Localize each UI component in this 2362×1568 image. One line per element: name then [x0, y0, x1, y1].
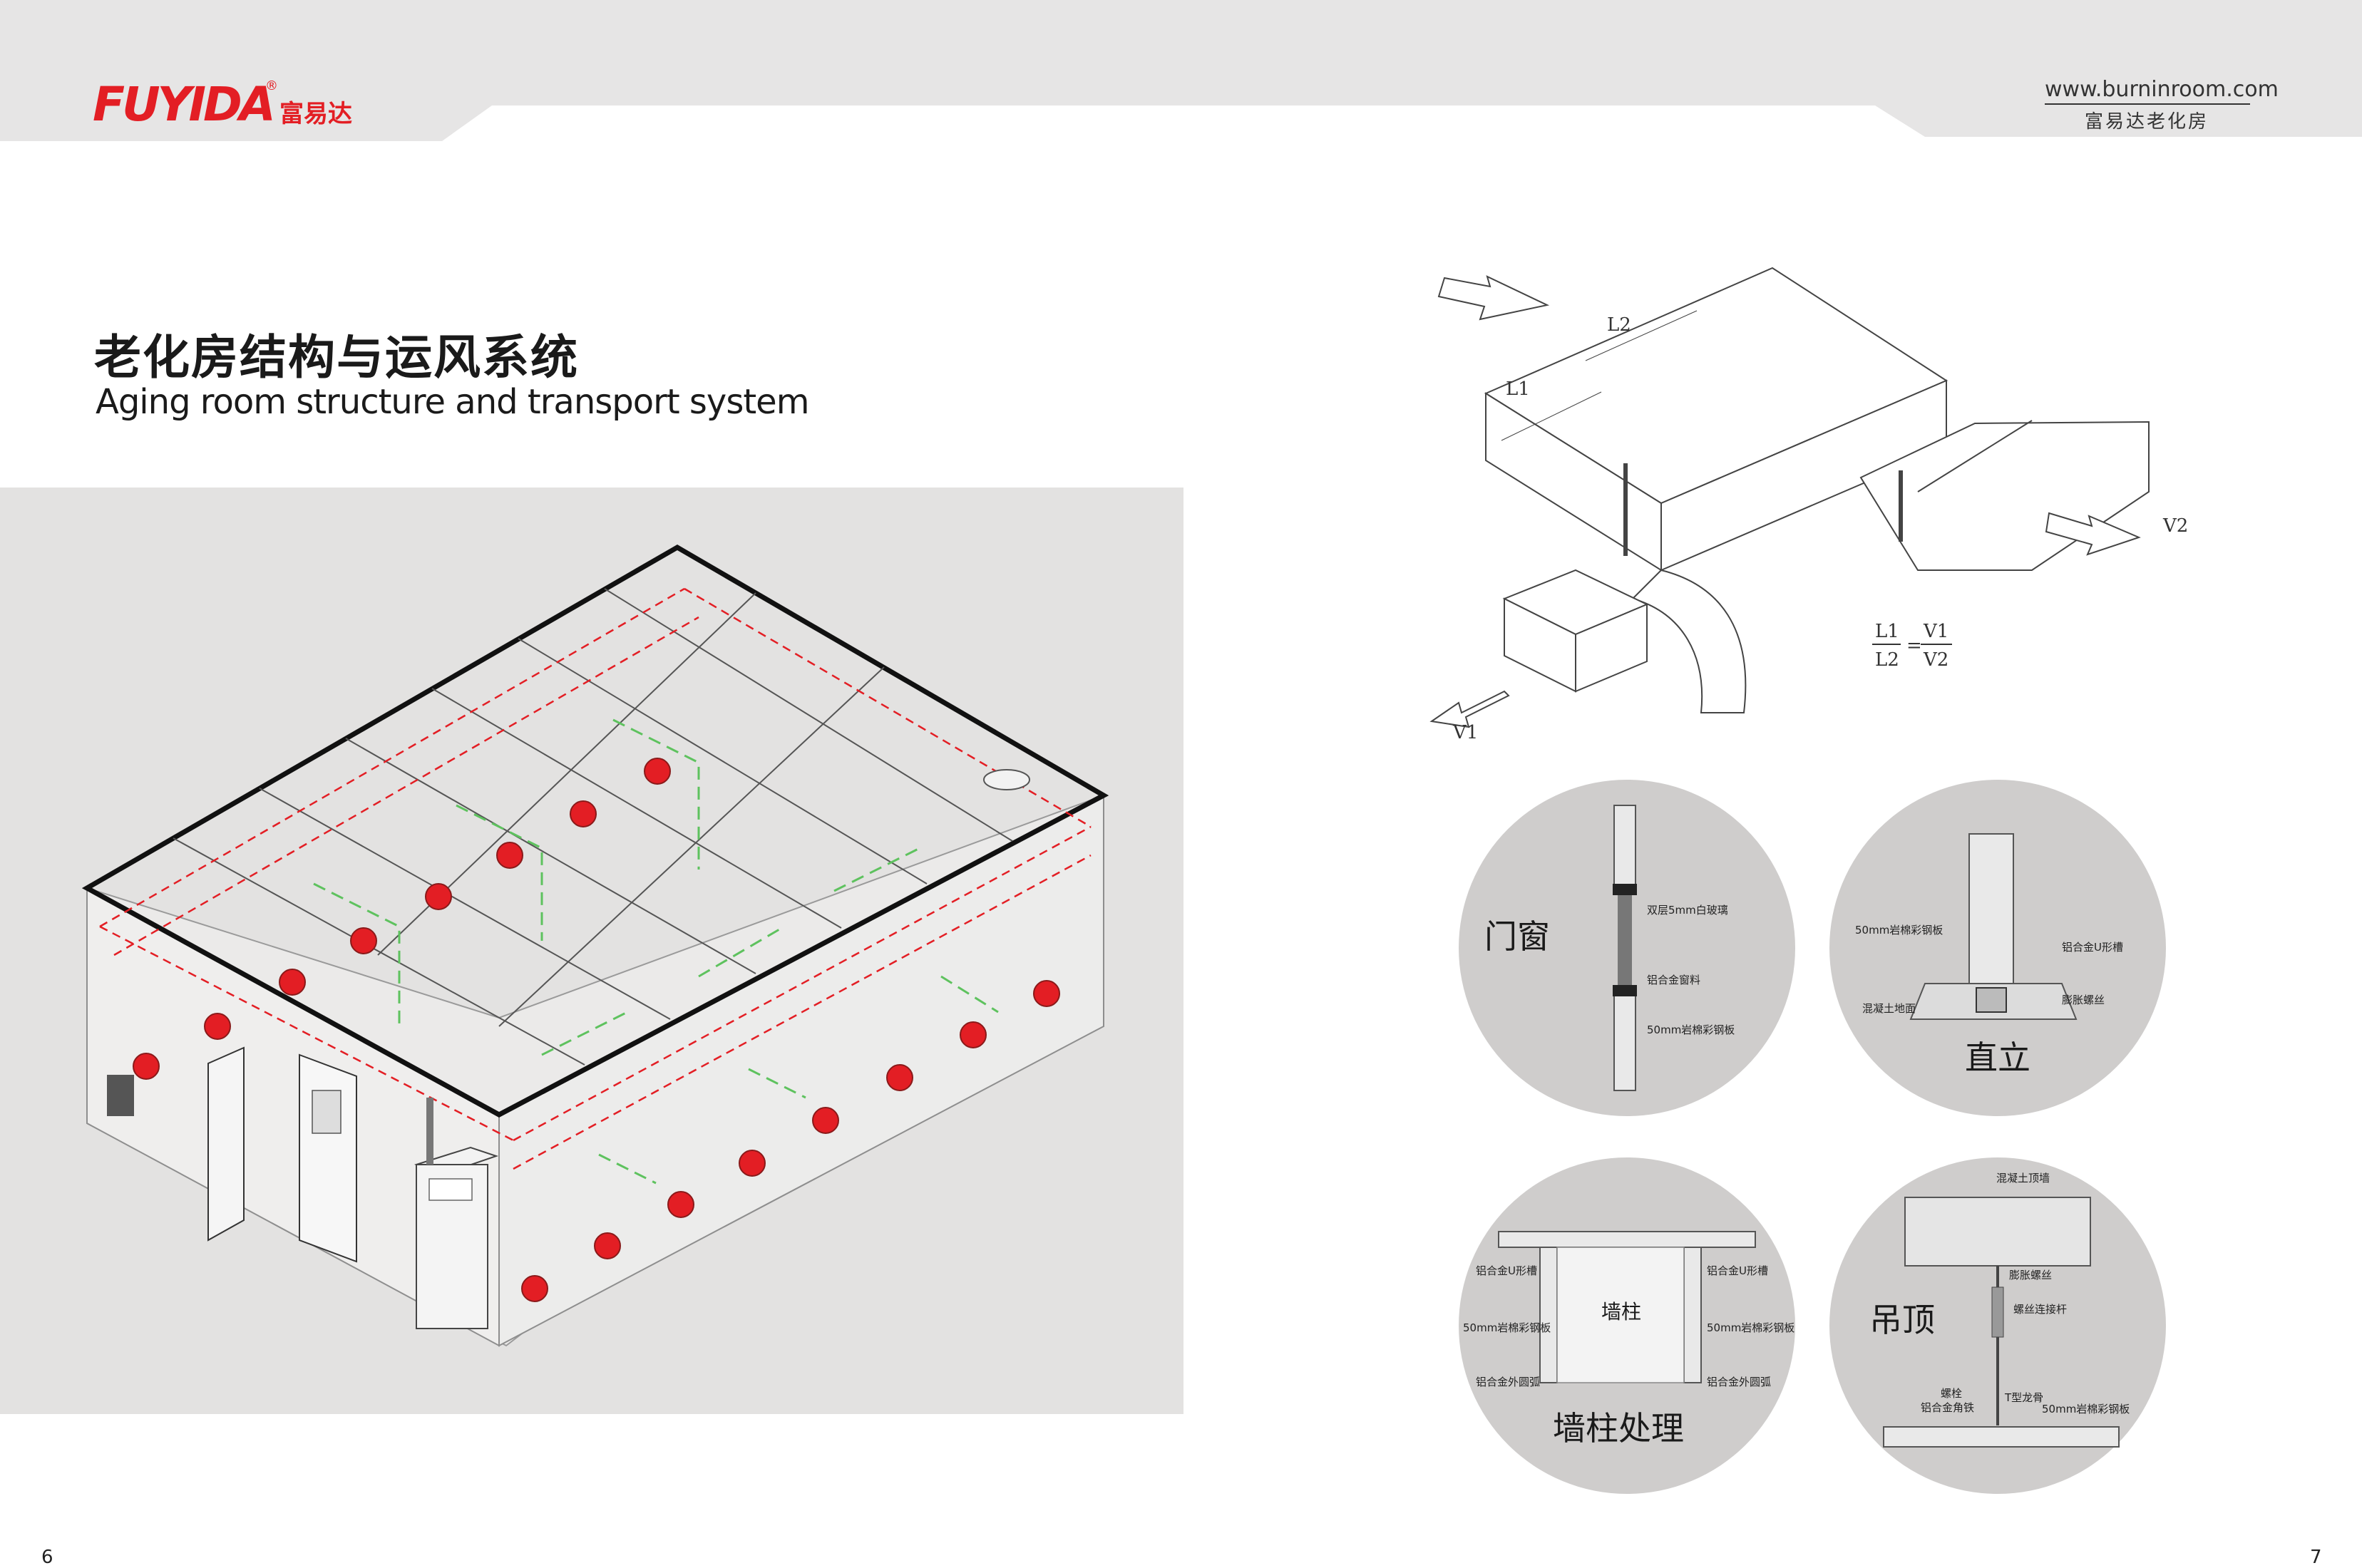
formula-den-left: L2 — [1875, 649, 1899, 671]
v1-arrow — [1429, 690, 1510, 728]
label-v1: V1 — [1452, 722, 1478, 743]
red-duct-lines — [99, 587, 1092, 1170]
duct-diagram: L1 L2 V1 V2 L1 L2 = V1 V2 — [1429, 267, 2188, 743]
ratio-formula: L1 L2 = V1 V2 — [1872, 621, 1952, 671]
label-l2: L2 — [1607, 314, 1631, 336]
label-left-u-channel: 铝合金U形槽 — [1476, 1264, 1537, 1277]
website-link[interactable]: www.burninroom.com — [2045, 77, 2279, 102]
label-connecting-rod: 螺丝连接杆 — [2013, 1303, 2067, 1316]
detail-title-ceiling: 吊顶 — [1869, 1301, 1935, 1339]
detail-title-door-window: 门窗 — [1484, 917, 1550, 956]
label-u-channel: 铝合金U形槽 — [2062, 941, 2123, 954]
back-fans — [133, 758, 671, 1080]
label-glass: 双层5mm白玻璃 — [1647, 904, 1728, 917]
label-window-frame: 铝合金窗料 — [1647, 974, 1700, 986]
label-left-arc: 铝合金外圆弧 — [1476, 1376, 1540, 1388]
label-angle-iron: 铝合金角铁 — [1921, 1401, 1974, 1414]
label-expansion-screw: 膨胀螺丝 — [2009, 1269, 2052, 1281]
ceiling-hatch — [983, 769, 1030, 790]
brand-logo-cn: 富易达 — [279, 100, 352, 128]
label-expansion-screw: 膨胀螺丝 — [2062, 994, 2105, 1006]
inlet-arrow — [1437, 275, 1550, 321]
header-band — [0, 0, 2362, 141]
vent-grille — [107, 1075, 134, 1116]
door-window — [312, 1090, 342, 1134]
label-bolt: 螺栓 — [1941, 1387, 1962, 1400]
formula-den-right: V2 — [1923, 649, 1948, 671]
label-right-panel: 50mm岩棉彩钢板 — [1707, 1321, 1794, 1334]
label-right-u-channel: 铝合金U形槽 — [1707, 1264, 1768, 1277]
page-number-right: 7 — [2310, 1547, 2322, 1568]
page-title-en: Aging room structure and transport syste… — [96, 382, 809, 422]
label-panel: 50mm岩棉彩钢板 — [2042, 1403, 2130, 1415]
open-door — [207, 1046, 245, 1242]
label-panel: 50mm岩棉彩钢板 — [1855, 924, 1943, 937]
v2-arrow — [2045, 512, 2141, 556]
label-concrete-floor: 混凝土地面 — [1862, 1002, 1916, 1015]
green-airflow-arrows — [313, 718, 999, 1185]
aging-room-illustration — [0, 488, 1183, 1414]
label-left-panel: 50mm岩棉彩钢板 — [1463, 1321, 1551, 1334]
signal-tower — [426, 1098, 433, 1165]
label-panel: 50mm岩棉彩钢板 — [1647, 1023, 1735, 1036]
wall-column-center: 墙柱 — [1601, 1300, 1641, 1324]
duct-elbow — [1631, 569, 1747, 713]
detail-door-window: 门窗 双层5mm白玻璃 铝合金窗料 50mm岩棉彩钢板 — [1459, 780, 1795, 1116]
formula-eq: = — [1906, 635, 1922, 656]
brand-logo-registered: ® — [265, 78, 278, 93]
roof-outline — [81, 544, 1109, 1118]
page-number-left: 6 — [41, 1547, 53, 1568]
outlet-front — [1575, 603, 1648, 693]
website-cn: 富易达老化房 — [2085, 111, 2209, 133]
brand-logo-text: FUYIDA — [93, 77, 276, 132]
page-title-cn: 老化房结构与运风系统 — [94, 330, 579, 385]
label-t-keel: T型龙骨 — [2004, 1391, 2043, 1404]
formula-num-left: L1 — [1875, 621, 1899, 642]
formula-num-right: V1 — [1923, 621, 1948, 642]
detail-upright: 直立 50mm岩棉彩钢板 铝合金U形槽 混凝土地面 膨胀螺丝 — [1829, 780, 2166, 1116]
label-l1: L1 — [1506, 378, 1530, 400]
detail-wall-column: 墙柱 墙柱处理 铝合金U形槽 50mm岩棉彩钢板 铝合金外圆弧 铝合金U形槽 5… — [1459, 1157, 1795, 1494]
detail-title-upright: 直立 — [1965, 1038, 2030, 1077]
roof-seams — [173, 588, 1013, 1066]
front-fans — [521, 980, 1060, 1302]
website-underline — [2045, 103, 2250, 105]
label-concrete-roof: 混凝土顶墙 — [1996, 1172, 2050, 1185]
detail-title-wall-column: 墙柱处理 — [1553, 1409, 1684, 1448]
cabinet-screen — [428, 1178, 473, 1201]
label-v2: V2 — [2162, 515, 2188, 537]
detail-ceiling: 吊顶 混凝土顶墙 膨胀螺丝 螺丝连接杆 螺栓 铝合金角铁 T型龙骨 50mm岩棉… — [1829, 1157, 2166, 1494]
label-right-arc: 铝合金外圆弧 — [1707, 1376, 1771, 1388]
closed-door — [299, 1053, 357, 1263]
